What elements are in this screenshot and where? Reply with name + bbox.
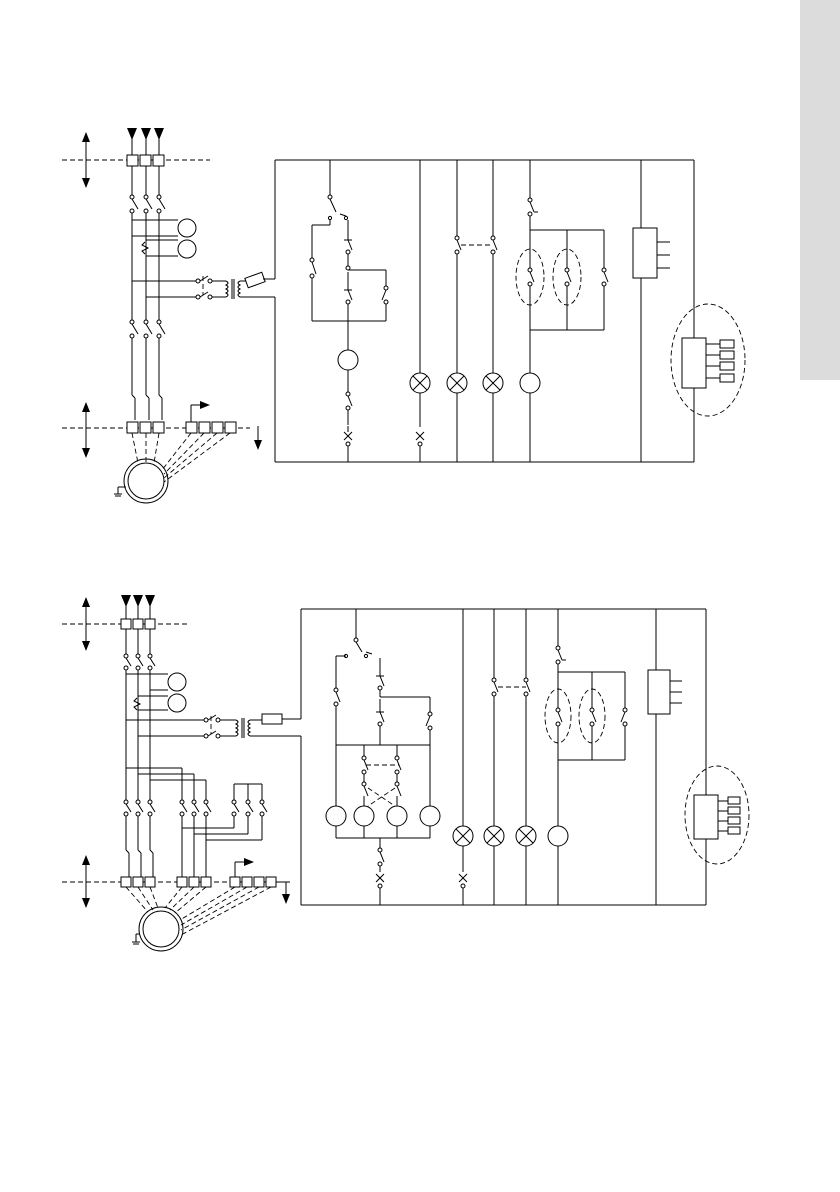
main-contactor xyxy=(130,320,165,420)
wiring-diagram-1 xyxy=(62,128,745,503)
double-arrow-icon xyxy=(82,855,90,908)
contactor-coil xyxy=(387,806,407,826)
supply-phase-arrows xyxy=(127,128,164,155)
contactor-coil xyxy=(354,806,374,826)
supply-phase-arrows xyxy=(121,595,155,619)
protection-module xyxy=(682,338,706,388)
motor-symbol xyxy=(126,887,271,951)
contactor-coil xyxy=(420,806,440,826)
indicator-lamp xyxy=(520,373,540,393)
meter-circles xyxy=(126,673,186,712)
contactor-coil xyxy=(326,806,346,826)
control-circuit xyxy=(301,609,749,905)
indicator-lamp xyxy=(548,826,568,846)
control-circuit xyxy=(275,160,745,462)
motor-symbol xyxy=(114,433,230,503)
supply-terminal-block xyxy=(121,619,155,629)
supply-terminal-block xyxy=(127,155,164,166)
meter-circles xyxy=(132,219,196,258)
relay-module xyxy=(648,670,670,714)
sensor-terminal-block xyxy=(186,401,262,450)
relay-module xyxy=(633,228,657,278)
sensor-terminal-block xyxy=(230,858,290,904)
double-arrow-icon xyxy=(82,402,90,458)
contactor-coil xyxy=(338,350,358,370)
wiring-diagram-2 xyxy=(62,595,749,951)
motor-terminal-block xyxy=(127,422,164,433)
control-transformer xyxy=(132,160,275,462)
control-transformer xyxy=(126,609,301,905)
protection-module xyxy=(694,795,718,839)
